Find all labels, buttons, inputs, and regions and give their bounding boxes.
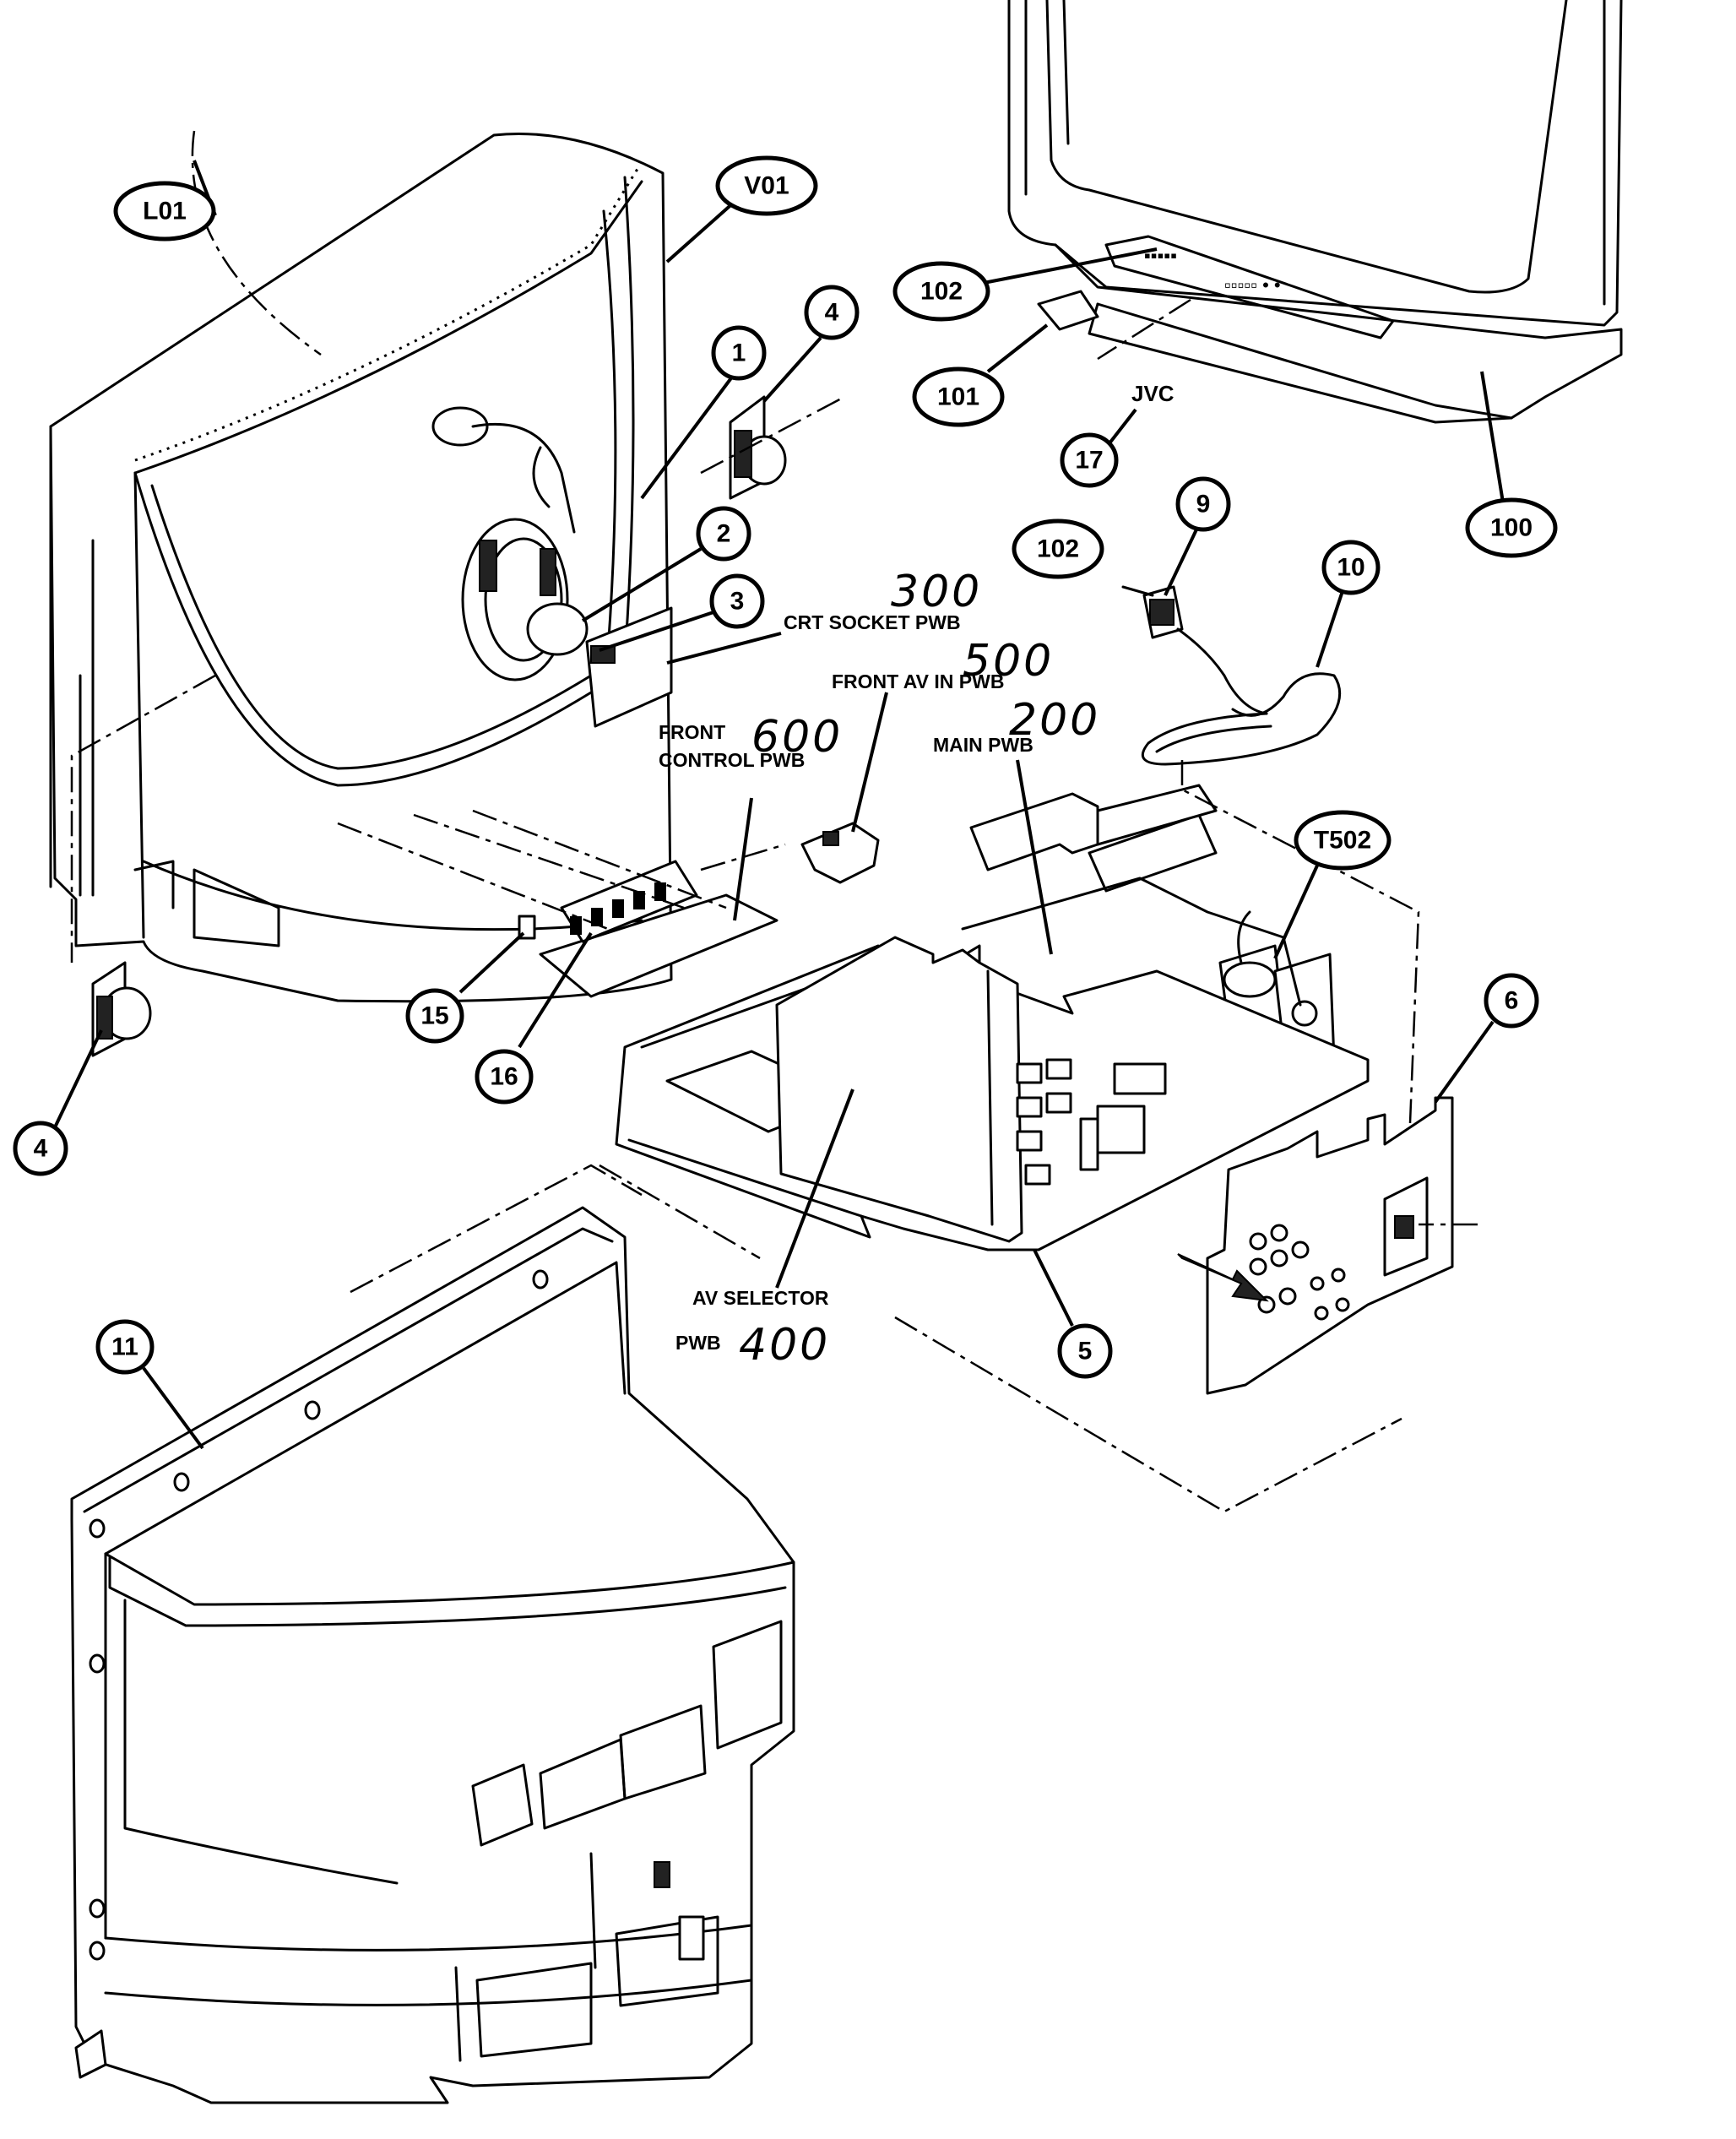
callout-4-upper: 4 [762, 285, 860, 403]
svg-text:3: 3 [730, 588, 745, 616]
callout-11: 11 [95, 1319, 204, 1450]
callouts: L01 V01 1 4 2 3 102 101 [13, 155, 1558, 1450]
callout-10: 10 [1316, 540, 1381, 668]
svg-text:6: 6 [1505, 987, 1519, 1015]
svg-text:100: 100 [1490, 514, 1533, 542]
callout-T502: T502 [1273, 810, 1392, 959]
callout-V01: V01 [665, 155, 818, 263]
speaker-lower [91, 961, 152, 1057]
av-selector-pwb [775, 936, 1167, 1243]
hand-300: 300 [891, 567, 982, 617]
svg-text:11: 11 [111, 1333, 138, 1361]
power-cord [1121, 585, 1342, 766]
svg-text:102: 102 [920, 278, 963, 306]
svg-text:102: 102 [1037, 535, 1079, 563]
handwritten-numbers: 300 500 200 600 400 [739, 567, 1100, 1371]
rear-cover [70, 1206, 795, 2104]
svg-text:4: 4 [825, 299, 839, 327]
hand-600: 600 [751, 712, 843, 763]
callout-3: 3 [599, 573, 765, 652]
jvc-logo: JVC [1131, 381, 1175, 406]
callout-16: 16 [475, 931, 593, 1105]
svg-text:V01: V01 [744, 172, 789, 200]
svg-text:L01: L01 [143, 198, 187, 225]
rear-terminal-panel [1177, 1096, 1454, 1395]
svg-text:15: 15 [420, 1002, 448, 1030]
callout-9: 9 [1164, 476, 1231, 596]
callout-102-upper: 102 [892, 247, 1158, 322]
crt-socket-pwb [585, 606, 673, 728]
hand-500: 500 [963, 636, 1054, 687]
label-front-control-1: FRONT [659, 721, 725, 743]
front-control-pwb [518, 860, 778, 998]
callout-15: 15 [405, 931, 525, 1044]
svg-text:▪▪▪▪▪: ▪▪▪▪▪ [1144, 245, 1177, 266]
callout-101: 101 [912, 323, 1049, 427]
svg-text:16: 16 [490, 1063, 518, 1091]
svg-text:2: 2 [717, 520, 731, 548]
crt-cabinet-front [49, 132, 673, 1003]
label-crt-socket-pwb: CRT SOCKET PWB [784, 611, 961, 633]
svg-text:9: 9 [1196, 491, 1211, 518]
svg-text:17: 17 [1075, 447, 1103, 475]
assembly-lines [70, 130, 1478, 1513]
svg-text:▫▫▫▫▫ • •: ▫▫▫▫▫ • • [1224, 274, 1281, 296]
label-main-pwb: MAIN PWB [933, 734, 1033, 756]
callout-4-lower: 4 [13, 1029, 103, 1176]
callout-100: 100 [1465, 371, 1558, 558]
hand-400: 400 [739, 1320, 830, 1371]
callout-17: 17 [1060, 408, 1137, 488]
callout-1: 1 [640, 325, 767, 500]
hand-200: 200 [1009, 695, 1100, 746]
speaker-upper [729, 395, 787, 500]
label-av-selector-2: PWB [675, 1332, 721, 1354]
part-101-clip [1037, 290, 1099, 331]
svg-text:1: 1 [732, 339, 746, 367]
callout-L01: L01 [113, 160, 217, 242]
svg-text:5: 5 [1078, 1338, 1093, 1365]
deflection-yoke [431, 406, 589, 681]
callout-2: 2 [581, 506, 751, 622]
svg-text:T502: T502 [1314, 827, 1371, 855]
front-av-in-pwb [800, 822, 880, 884]
svg-text:10: 10 [1337, 554, 1364, 582]
label-av-selector-1: AV SELECTOR [692, 1287, 829, 1309]
callout-102-lower: 102 [1012, 518, 1104, 579]
label-front-av-in-pwb: FRONT AV IN PWB [832, 670, 1004, 692]
svg-text:JVC: JVC [1131, 381, 1175, 406]
tv-front-cabinet: ▪▪▪▪▪ ▫▫▫▫▫ • • [1007, 0, 1623, 424]
callout-6: 6 [1434, 973, 1539, 1104]
label-leaders [666, 632, 1053, 1289]
svg-text:101: 101 [937, 383, 979, 411]
svg-text:4: 4 [34, 1135, 48, 1163]
callout-5: 5 [1033, 1249, 1113, 1379]
board-labels: CRT SOCKET PWB FRONT AV IN PWB FRONT CON… [659, 611, 1033, 1354]
label-front-control-2: CONTROL PWB [659, 749, 805, 771]
